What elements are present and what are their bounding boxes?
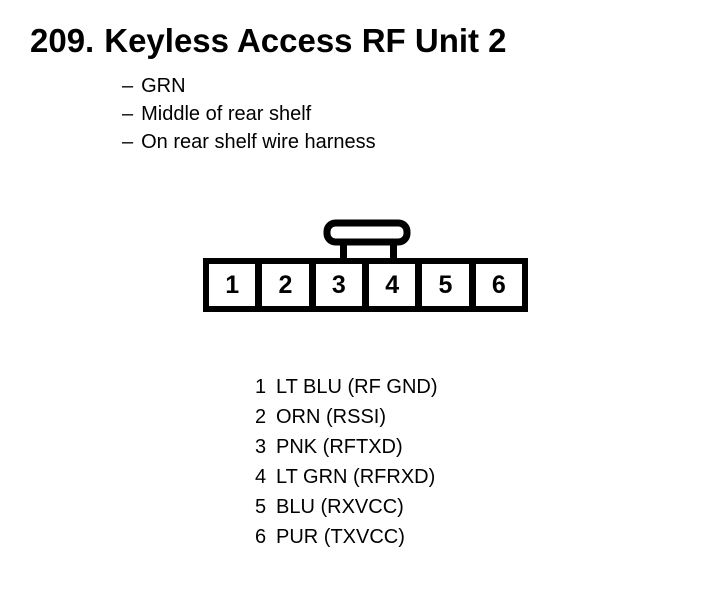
note-item: – On rear shelf wire harness xyxy=(122,128,376,156)
pin-number: 5 xyxy=(255,496,267,518)
pin-label: LT BLU (RF GND) xyxy=(276,376,438,398)
dash-marker: – xyxy=(122,131,134,153)
cavity-number: 5 xyxy=(438,270,453,299)
pinout-list: 1 LT BLU (RF GND) 2 ORN (RSSI) 3 PNK (RF… xyxy=(255,372,438,552)
pin-label: PUR (TXVCC) xyxy=(276,526,405,548)
connector-cell: 4 xyxy=(368,264,416,306)
connector-cell: 1 xyxy=(209,264,256,306)
note-item: – GRN xyxy=(122,72,376,100)
pinout-row: 6 PUR (TXVCC) xyxy=(255,522,438,552)
note-text: Middle of rear shelf xyxy=(141,103,312,125)
cavity-number: 1 xyxy=(225,270,240,299)
pinout-row: 2 ORN (RSSI) xyxy=(255,402,438,432)
location-notes: – GRN – Middle of rear shelf – On rear s… xyxy=(122,72,376,156)
cavity-number: 2 xyxy=(278,270,293,299)
pin-number: 4 xyxy=(255,466,267,488)
pinout-row: 3 PNK (RFTXD) xyxy=(255,432,438,462)
pin-label: PNK (RFTXD) xyxy=(276,436,403,458)
pin-label: BLU (RXVCC) xyxy=(276,496,404,518)
connector-diagram: 1 2 3 4 5 6 xyxy=(203,258,528,312)
section-heading: 209. Keyless Access RF Unit 2 xyxy=(30,21,507,61)
dash-marker: – xyxy=(122,75,134,97)
pinout-row: 5 BLU (RXVCC) xyxy=(255,492,438,522)
note-text: GRN xyxy=(141,75,186,97)
pin-number: 6 xyxy=(255,526,267,548)
pin-number: 3 xyxy=(255,436,267,458)
connector-cell: 2 xyxy=(262,264,309,306)
pin-number: 2 xyxy=(255,406,267,428)
section-number: 209. xyxy=(30,22,95,59)
cavity-number: 6 xyxy=(491,270,506,299)
note-text: On rear shelf wire harness xyxy=(141,131,376,153)
pin-label: LT GRN (RFRXD) xyxy=(276,466,436,488)
connector-cell: 5 xyxy=(422,264,469,306)
cavity-number: 3 xyxy=(331,270,346,299)
pinout-row: 1 LT BLU (RF GND) xyxy=(255,372,438,402)
page-title: Keyless Access RF Unit 2 xyxy=(104,22,507,59)
pinout-row: 4 LT GRN (RFRXD) xyxy=(255,462,438,492)
note-item: – Middle of rear shelf xyxy=(122,100,376,128)
pin-label: ORN (RSSI) xyxy=(276,406,386,428)
pin-number: 1 xyxy=(255,376,267,398)
connector-cell: 3 xyxy=(315,264,362,306)
connector-cell: 6 xyxy=(475,264,522,306)
dash-marker: – xyxy=(122,103,134,125)
cavity-number: 4 xyxy=(385,270,400,299)
